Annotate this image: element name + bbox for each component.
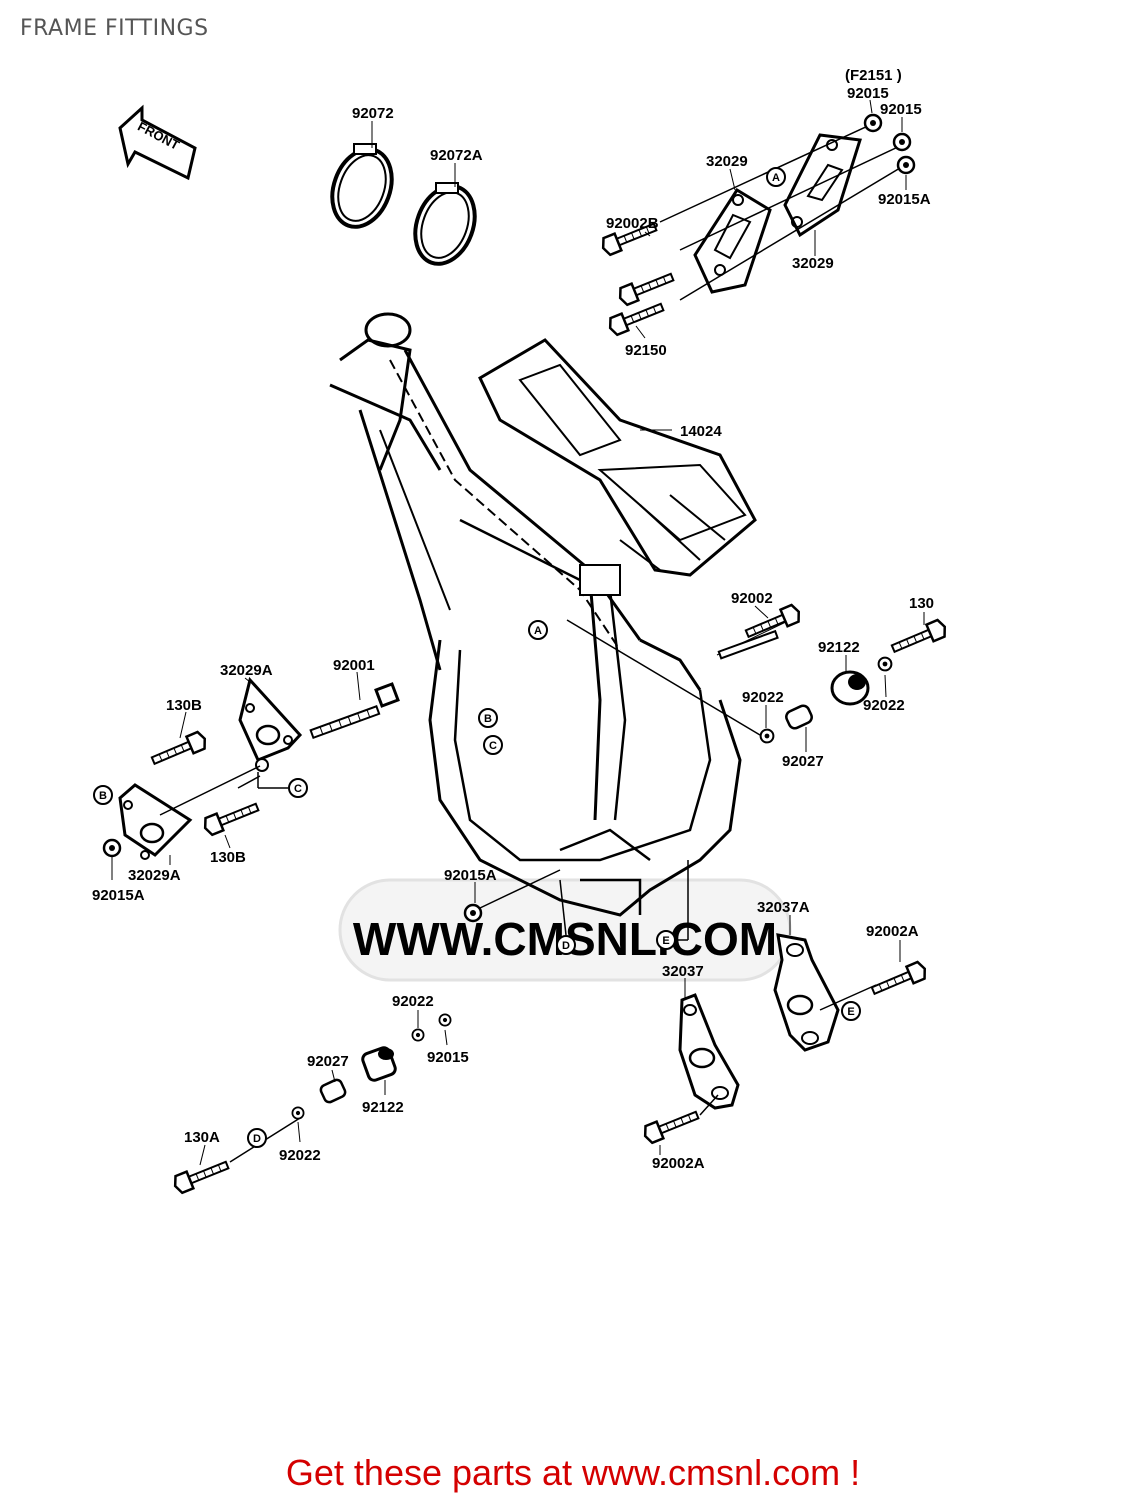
marker-e-right: E — [841, 1001, 861, 1021]
part-label: 92002A — [652, 1155, 705, 1172]
part-label: 92015 — [427, 1049, 469, 1066]
svg-text:B: B — [99, 790, 107, 802]
bushing-92122-lower-icon — [361, 1046, 397, 1082]
page-title: FRAME FITTINGS — [20, 16, 209, 41]
bolt-92002a-right-icon — [868, 959, 930, 1001]
part-label: 92027 — [782, 753, 824, 770]
bolt-92001-icon — [374, 682, 400, 708]
svg-text:D: D — [562, 940, 570, 952]
frame-icon — [329, 312, 761, 917]
washer-92022-lower-icon — [411, 1028, 425, 1042]
part-label: 92122 — [362, 1099, 404, 1116]
clamp-92072a-icon — [413, 182, 477, 266]
svg-text:E: E — [847, 1006, 854, 1018]
bolt-92002a-lower-icon — [640, 1105, 702, 1146]
part-label: 92072 — [352, 105, 394, 122]
part-label: 92001 — [333, 657, 375, 674]
marker-b-left: B — [93, 785, 113, 805]
part-label: 92015 — [847, 85, 889, 102]
nut-92015a-center-icon — [463, 903, 483, 923]
marker-d-lower: D — [247, 1128, 267, 1148]
bracket-32037a-icon — [773, 933, 840, 1052]
collar-92027-lower-icon — [319, 1078, 347, 1104]
part-label: 32029A — [128, 867, 181, 884]
nut-92015b-icon — [892, 132, 912, 152]
nut-92015a-icon — [896, 155, 916, 175]
part-label: 32029 — [706, 153, 748, 170]
part-label: 14024 — [680, 423, 722, 440]
marker-c-left: C — [288, 778, 308, 798]
svg-text:A: A — [534, 625, 542, 637]
part-label: 92022 — [392, 993, 434, 1010]
washer-92022-mid-icon — [759, 728, 775, 744]
nut-92015-lower-icon — [438, 1013, 452, 1027]
marker-d-frame: D — [556, 935, 576, 955]
part-label: 92122 — [818, 639, 860, 656]
nut-92015a-left-icon — [102, 838, 122, 858]
marker-a-frame: A — [528, 620, 548, 640]
engine-bracket-32029b-icon — [783, 133, 862, 238]
part-label: 130A — [184, 1129, 220, 1146]
part-label: 92022 — [742, 689, 784, 706]
part-label: 92015A — [444, 867, 497, 884]
part-label: 130B — [210, 849, 246, 866]
part-label: 92015A — [878, 191, 931, 208]
bolt-130b-upper-icon — [148, 729, 210, 771]
marker-b-frame: B — [478, 708, 498, 728]
part-label: 32029 — [792, 255, 834, 272]
footer-link[interactable]: Get these parts at www.cmsnl.com ! — [285, 1452, 861, 1493]
part-label: 92027 — [307, 1053, 349, 1070]
bolt-92150-icon — [605, 297, 667, 338]
front-arrow-icon: FRONT — [118, 104, 197, 181]
svg-text:B: B — [484, 713, 492, 725]
skid-plate-icon — [478, 338, 757, 577]
bushing-92122-right-icon — [830, 670, 870, 706]
bracket-32037-icon — [678, 993, 740, 1110]
washer-92022-bottom-icon — [291, 1106, 305, 1120]
marker-a-top: A — [766, 167, 786, 187]
nut-92015-icon — [863, 113, 883, 133]
collar-92027-right-icon — [785, 704, 813, 730]
part-label: 92002A — [866, 923, 919, 940]
bolt-130b-lower-icon — [200, 797, 262, 838]
svg-text:E: E — [662, 935, 669, 947]
part-label: 92072A — [430, 147, 483, 164]
part-label: 92002B — [606, 215, 659, 232]
part-label: 130 — [909, 595, 934, 612]
part-label: 92022 — [279, 1147, 321, 1164]
engine-bracket-32029-icon — [693, 187, 772, 294]
part-label: 92015A — [92, 887, 145, 904]
marker-e-frame: E — [656, 930, 676, 950]
svg-text:C: C — [294, 783, 302, 795]
part-label: 32037 — [662, 963, 704, 980]
plate-32029a-upper-icon — [238, 676, 303, 772]
part-label: 92015 — [880, 101, 922, 118]
part-labels: 92072 92072A 92015 92015 92015A 32029 32… — [92, 85, 934, 1172]
bolt-130-icon — [888, 617, 950, 659]
bolt-icon — [615, 267, 677, 308]
marker-c-frame: C — [483, 735, 503, 755]
part-label: 92002 — [731, 590, 773, 607]
part-label: 92022 — [863, 697, 905, 714]
plate-32029a-lower-icon — [118, 783, 193, 860]
clamp-92072-icon — [330, 143, 394, 229]
svg-text:D: D — [253, 1133, 261, 1145]
svg-text:A: A — [772, 172, 780, 184]
parts-diagram: WWW.CMSNL.COM FRONT (F2151 ) — [92, 67, 950, 1196]
svg-text:C: C — [489, 740, 497, 752]
washer-92022-right-icon — [877, 656, 893, 672]
part-label: 130B — [166, 697, 202, 714]
part-label: 32029A — [220, 662, 273, 679]
reference-code: (F2151 ) — [845, 67, 902, 84]
part-label: 32037A — [757, 899, 810, 916]
part-label: 92150 — [625, 342, 667, 359]
